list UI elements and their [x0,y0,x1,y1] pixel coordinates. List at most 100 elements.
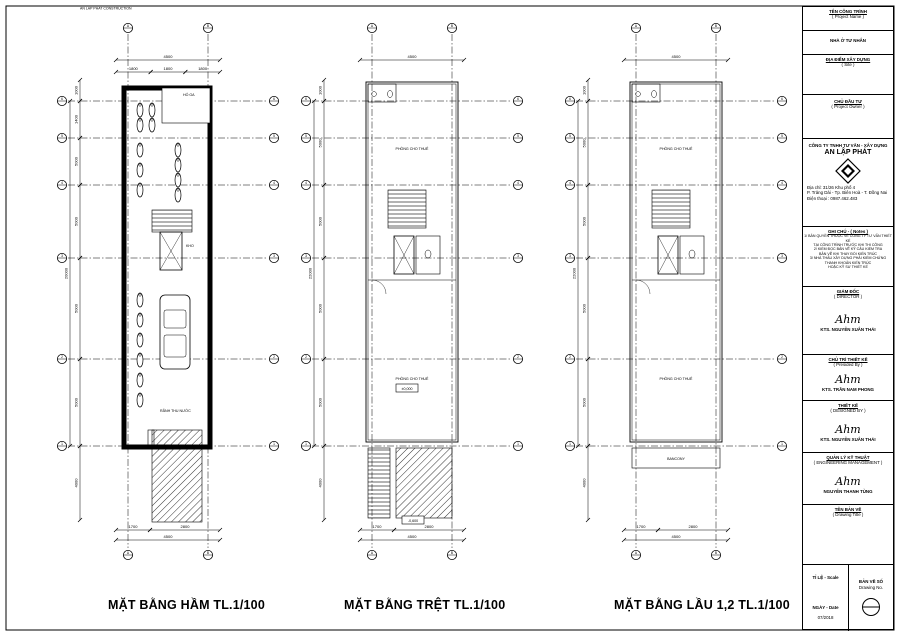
dimension-tick [461,57,467,63]
grid-bubble-label: 6 [781,97,783,101]
interior-wall [367,83,457,441]
dimension-tick [77,443,83,449]
dimension-tick [77,77,83,83]
dimension-label: 2800 [425,524,435,529]
dimension-label: 4500 [164,54,174,59]
grid-bubble-label: 5 [569,134,571,138]
owner-label: CHỦ ĐẦU TƯ [834,99,862,104]
dimension-tick [321,356,327,362]
dimension-label: 4500 [408,54,418,59]
label-room-rent-2: PHÒNG CHO THUÊ [660,376,693,381]
door-swing [635,279,651,295]
grid-bubble-label: 1 [273,442,275,446]
grid-bubble-label: 2 [61,355,63,359]
grid-bubble-label: 6 [569,97,571,101]
mgmt-name: NGUYỄN THANH TÙNG [823,489,873,495]
mgmt-signature: Ahm [835,475,861,489]
note-line: 2/ KIỂM ĐỌC BẢN VẼ KỸ CÂU KIỂM TRA [813,247,883,252]
company-name: AN LẬP PHÁT [824,149,872,157]
dimension-label: 1000 [318,85,323,95]
grid-bubble-label: 2 [781,355,783,359]
scale-label: TỈ LỆ - Scale [812,575,839,580]
director-signature: Ahm [835,313,861,327]
dimension-tick [585,517,591,523]
title-block: TÊN CÔNG TRÌNH ( Project Name ) NHÀ Ở TƯ… [802,6,894,631]
motorbike-wheel [176,158,180,162]
dimension-tick [77,135,83,141]
level-marker-box [401,515,425,525]
grid-bubble-label: 2 [569,355,571,359]
dimension-label: 1400 [74,114,79,124]
title-ground: MẶT BẰNG TRỆT TL.1/100 [344,598,506,612]
motorbike [174,142,182,158]
entry-ramp [395,447,453,519]
design-lead-en: ( Presided By ) [833,362,863,368]
grid-bubble-label: B [207,24,209,28]
elevator-x [159,231,183,271]
note-line: BẢN VẼ KHI THAY ĐỔI KIẾN TRÚC [818,251,878,256]
motorbike-wheel [138,143,142,147]
dimension-tick [575,98,581,104]
grid-bubble-label: 5 [781,134,783,138]
motorbike [136,117,144,133]
grid-bubble-label: 4 [61,181,63,185]
motorbike-wheel [176,188,180,192]
grid-bubble-label: 1 [61,442,63,446]
dimension-label: 5000 [318,303,323,313]
interior-wall [631,83,721,441]
dimension-label: 20000 [64,267,69,279]
mgmt-label: QUẢN LÝ KỸ THUẬT [826,455,870,460]
wc-fixture [635,91,641,97]
toilet-icon [387,90,393,98]
phone: Điện thoại : 0987.462.483 [807,195,858,201]
grid-bubble-label: A [371,24,374,28]
owner-en: ( Project Owner ) [831,104,865,110]
dimension-label: 4000 [74,478,79,488]
dimension-tick [311,443,317,449]
wc-mid [679,235,705,275]
title-basement: MẶT BẰNG HẦM TL.1/100 [108,598,265,612]
exterior-wall [629,81,723,443]
project-name: NHÀ Ở TƯ NHÂN [830,38,866,43]
motorbike-wheel [138,373,142,377]
dimension-tick [725,527,731,533]
grid-bubble-label: B [715,24,717,28]
dimension-label: 5000 [318,138,323,148]
grid-bubble-label: 5 [517,134,519,138]
address-line-2: P. Trảng Dài - Tp. Biên Hoà - T. Đồng Na… [807,190,888,196]
note-line: 1/ BẢN QUYỀN THUỘC VỀ CÔNG TY TƯ VẤN THI… [804,234,892,243]
car [159,294,191,370]
dimension-tick [311,98,317,104]
dimension-tick [655,527,661,533]
dimension-tick [621,57,627,63]
label-ho-ga: HỐ GA [183,92,195,97]
dimension-tick [585,443,591,449]
motorbike [136,182,144,198]
design-lead-label: CHỦ TRÌ THIẾT KẾ [828,357,868,362]
dimension-label: 1700 [637,524,647,529]
dimension-tick [357,537,363,543]
motorbike-wheel [138,163,142,167]
dimension-tick [585,255,591,261]
door-swing [371,279,387,295]
ramp-edge [147,429,155,447]
dimension-tick [585,356,591,362]
motorbike [136,142,144,158]
motorbike-wheel [138,313,142,317]
elevator-x [657,235,679,275]
grid-bubble-label: 1 [781,442,783,446]
car-windshield [163,309,187,329]
grid-bubble-label: 1 [517,442,519,446]
mgmt-en: ( ENGINEERING MANAGEMENT ) [813,460,883,466]
grid-bubble-label: 4 [569,181,571,185]
motorbike [136,102,144,118]
entry-stairs [367,447,391,519]
motorbike [136,392,144,408]
dimension-tick [67,443,73,449]
drawing-title-label: TÊN BẢN VẼ [834,507,862,512]
grid-bubble-label: 2 [517,355,519,359]
grid-bubble-label: B [451,551,453,555]
title-upper: MẶT BẰNG LẦU 1,2 TL.1/100 [614,598,790,612]
dimension-tick [321,443,327,449]
grid-bubble-label: 4 [305,181,307,185]
